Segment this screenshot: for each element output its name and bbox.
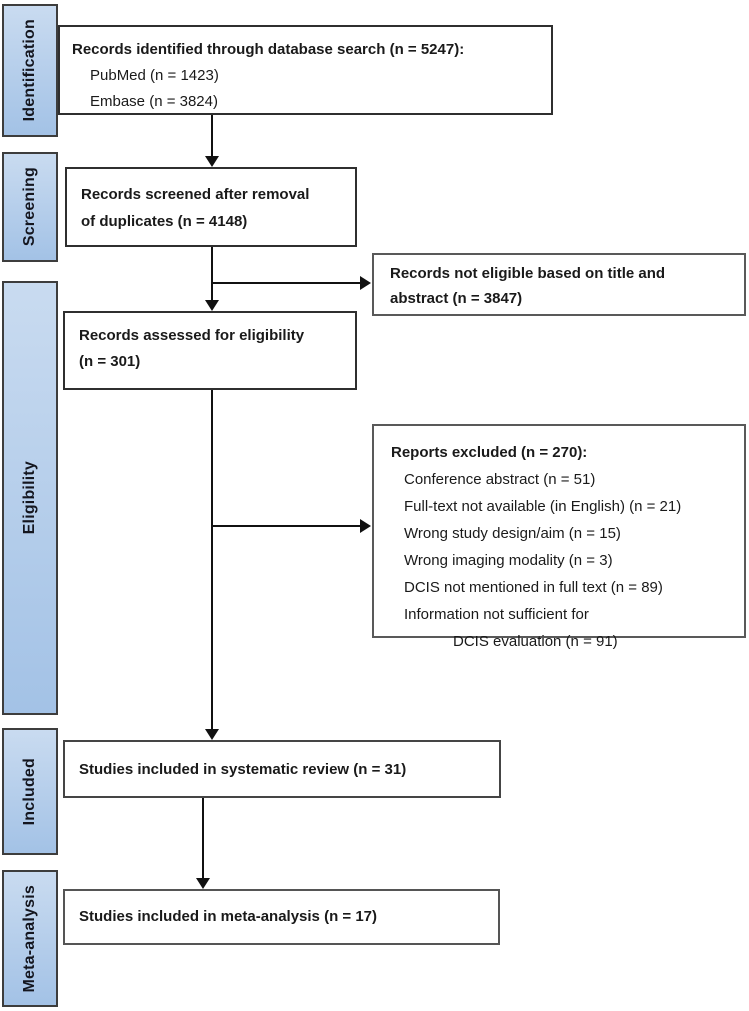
- records-assessed-box: Records assessed for eligibility (n = 30…: [63, 311, 357, 390]
- arrow-included-to-meta-line: [202, 798, 204, 878]
- records-identified-pubmed: PubMed (n = 1423): [90, 67, 219, 84]
- meta-analysis-text: Studies included in meta-analysis (n = 1…: [79, 908, 378, 925]
- excluded-item-info-insufficient: Information not sufficient for: [404, 606, 589, 623]
- arrow-screened-to-assessed-line: [211, 247, 213, 300]
- records-not-eligible-line1: Records not eligible based on title and: [390, 265, 666, 282]
- excluded-item-modality: Wrong imaging modality (n = 3): [404, 552, 613, 569]
- arrow-branch-not-eligible-head-icon: [360, 276, 371, 290]
- stage-meta-analysis: Meta-analysis: [2, 870, 58, 1007]
- stage-included: Included: [2, 728, 58, 855]
- stage-included-label: Included: [21, 757, 38, 826]
- records-assessed-line2: (n = 301): [79, 353, 141, 370]
- systematic-review-text: Studies included in systematic review (n…: [79, 761, 407, 778]
- excluded-item-dcis-evaluation: DCIS evaluation (n = 91): [453, 633, 618, 650]
- arrow-branch-not-eligible-line: [212, 282, 361, 284]
- arrow-assessed-to-included-line: [211, 390, 213, 729]
- arrow-assessed-to-included-head-icon: [205, 729, 219, 740]
- arrow-screened-to-assessed-head-icon: [205, 300, 219, 311]
- records-identified-box: Records identified through database sear…: [58, 25, 553, 115]
- records-screened-line1: Records screened after removal: [81, 186, 310, 203]
- stage-screening-label: Screening: [21, 167, 38, 247]
- stage-identification: Identification: [2, 4, 58, 137]
- records-screened-box: Records screened after removal of duplic…: [65, 167, 357, 247]
- reports-excluded-box: Reports excluded (n = 270): Conference a…: [372, 424, 746, 650]
- arrow-included-to-meta-head-icon: [196, 878, 210, 889]
- arrow-branch-excluded-head-icon: [360, 519, 371, 533]
- stage-identification-label: Identification: [21, 19, 38, 122]
- arrow-identified-to-screened-line: [211, 115, 213, 158]
- excluded-item-design: Wrong study design/aim (n = 15): [404, 525, 621, 542]
- records-screened-line2: of duplicates (n = 4148): [81, 213, 248, 230]
- stage-screening: Screening: [2, 152, 58, 262]
- records-not-eligible-box: Records not eligible based on title and …: [372, 253, 746, 316]
- excluded-item-dcis-not-mentioned: DCIS not mentioned in full text (n = 89): [404, 579, 663, 596]
- systematic-review-box: Studies included in systematic review (n…: [63, 740, 501, 798]
- records-identified-title: Records identified through database sear…: [72, 41, 465, 58]
- excluded-item-conference: Conference abstract (n = 51): [404, 471, 596, 488]
- excluded-item-fulltext: Full-text not available (in English) (n …: [404, 498, 682, 515]
- stage-eligibility: Eligibility: [2, 281, 58, 715]
- records-assessed-line1: Records assessed for eligibility: [79, 327, 305, 344]
- reports-excluded-title: Reports excluded (n = 270):: [391, 444, 588, 461]
- records-not-eligible-line2: abstract (n = 3847): [390, 290, 523, 307]
- records-identified-embase: Embase (n = 3824): [90, 93, 218, 110]
- stage-eligibility-label: Eligibility: [21, 461, 38, 535]
- arrow-branch-excluded-line: [212, 525, 361, 527]
- meta-analysis-box: Studies included in meta-analysis (n = 1…: [63, 889, 500, 945]
- stage-meta-analysis-label: Meta-analysis: [21, 884, 38, 993]
- arrow-identified-to-screened-head-icon: [205, 156, 219, 167]
